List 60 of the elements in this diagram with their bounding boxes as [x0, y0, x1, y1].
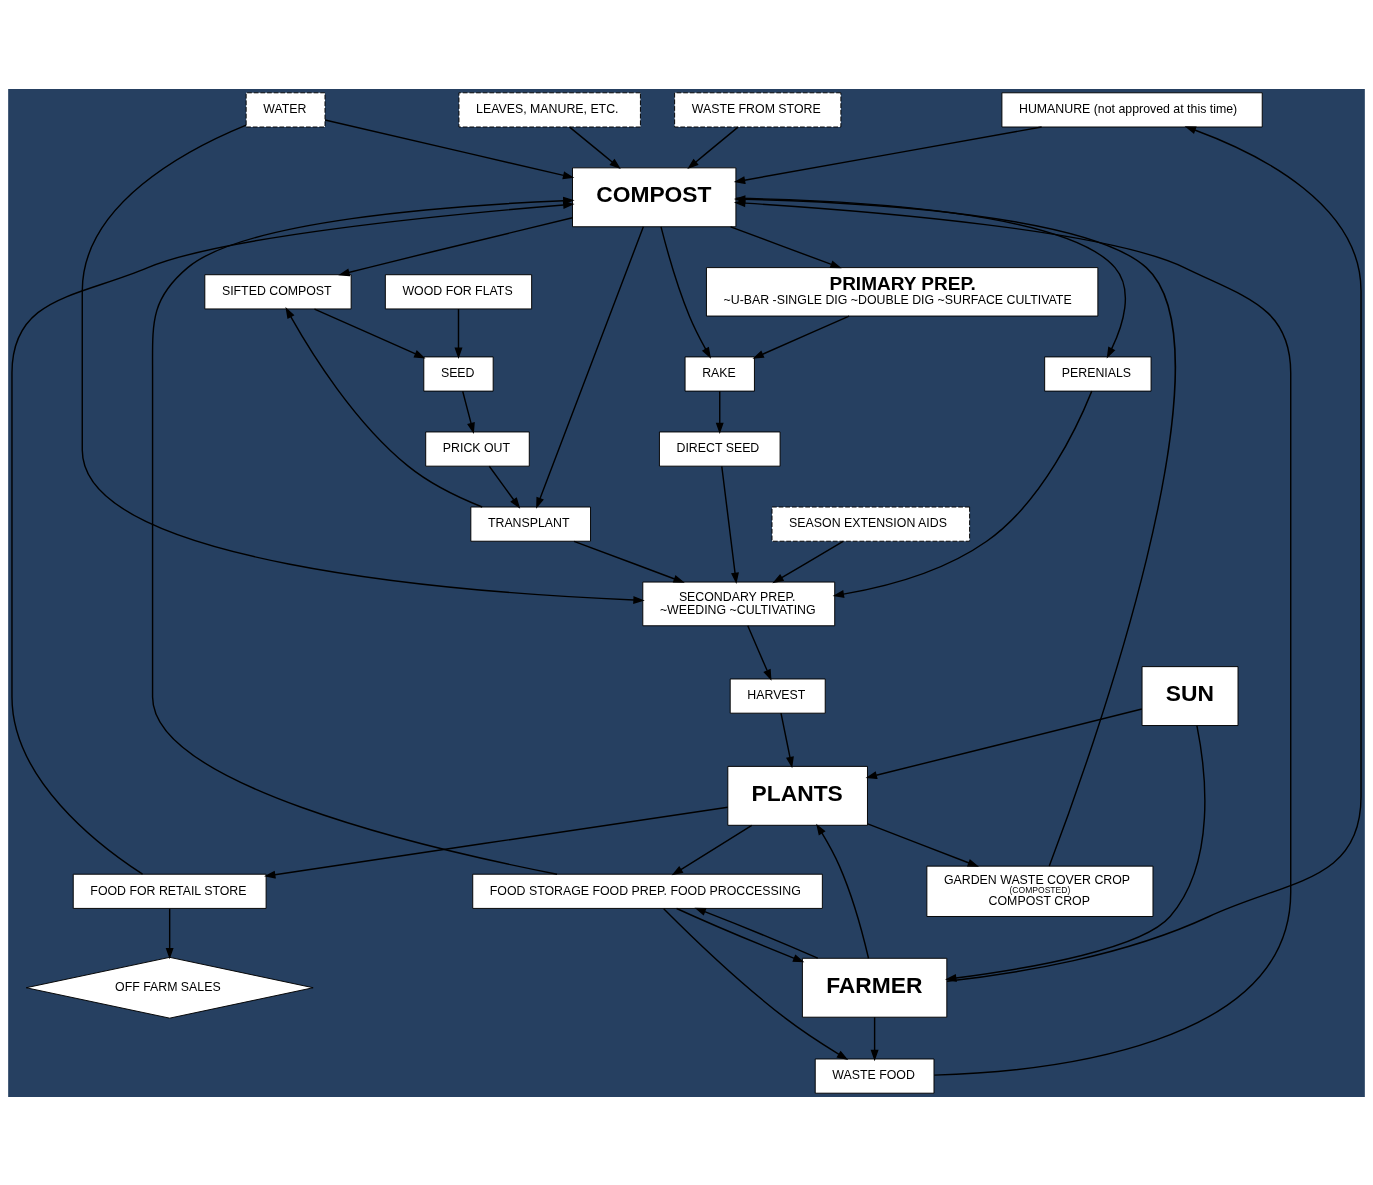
node-box: RAKE [684, 355, 755, 392]
node-box: PRIMARY PREP. ~U-BAR -SINGLE DIG ~DOUBLE DIG ~SURFACE CULTIVATE [705, 266, 1099, 317]
arrow [660, 225, 711, 359]
arrow [462, 390, 475, 434]
node-box: WATER [245, 91, 326, 127]
arrow [454, 307, 463, 359]
node-box: SECONDARY PREP. ~WEEDING ~CULTIVATING [642, 581, 836, 626]
node-box: HUMANURE (not approved at this time) [1001, 91, 1263, 127]
node-box: SEED [423, 355, 494, 392]
node-box: WASTE FROM STORE [674, 91, 842, 127]
node-box: WASTE FOOD [814, 1058, 935, 1094]
arrow [870, 1016, 879, 1061]
node-box: SEASON EXTENSION AIDS [771, 506, 971, 542]
arrow [675, 907, 805, 962]
arrow [747, 624, 772, 681]
node-box: TRANSPLANT [470, 506, 592, 542]
node-box: SUN [1141, 665, 1239, 726]
arrow [313, 307, 426, 358]
arrow [536, 225, 645, 509]
node-box: GARDEN WASTE COVER CROP (COMPOSTED) COMPOST CROP [926, 865, 1154, 917]
arrow [945, 724, 1206, 982]
arrow [772, 540, 844, 583]
node-box: LEAVES, MANURE, ETC. [458, 91, 641, 127]
arrow [568, 125, 621, 169]
arrow [816, 823, 870, 959]
arrow [663, 907, 849, 1060]
arrow [324, 118, 575, 179]
arrow [865, 707, 1143, 779]
arrow [694, 907, 819, 959]
arrow [752, 314, 850, 359]
arrow [81, 123, 645, 604]
arrow [946, 125, 1362, 982]
arrow [285, 306, 483, 508]
arrow [721, 465, 739, 584]
arrow [338, 216, 574, 276]
arrow [715, 390, 724, 434]
node-box: COMPOST [572, 166, 737, 227]
node-diamond: OFF FARM SALES [25, 956, 314, 1019]
arrow [11, 200, 575, 875]
arrow [780, 711, 794, 768]
node-box: DIRECT SEED [658, 431, 781, 467]
arrow [671, 824, 753, 875]
arrow [867, 822, 980, 867]
node-box: PERENIALS [1044, 355, 1152, 392]
arrow [488, 465, 521, 509]
node-box: FOOD STORAGE FOOD PREP. FOOD PROCCESSING [472, 873, 823, 909]
node-box: FARMER [801, 957, 948, 1018]
node-box: SIFTED COMPOST [204, 273, 352, 309]
node-box: PRICK OUT [425, 431, 530, 467]
node-box: FOOD FOR RETAIL STORE [72, 873, 267, 909]
arrow [729, 225, 842, 268]
arrow [733, 125, 1043, 184]
node-box: WOOD FOR FLATS [384, 273, 533, 309]
arrow [573, 540, 685, 583]
node-box: HARVEST [729, 678, 826, 714]
arrow [832, 389, 1093, 598]
arrow [687, 125, 739, 169]
arrow [165, 907, 174, 959]
arrow [264, 806, 729, 879]
node-box: PLANTS [727, 765, 868, 826]
